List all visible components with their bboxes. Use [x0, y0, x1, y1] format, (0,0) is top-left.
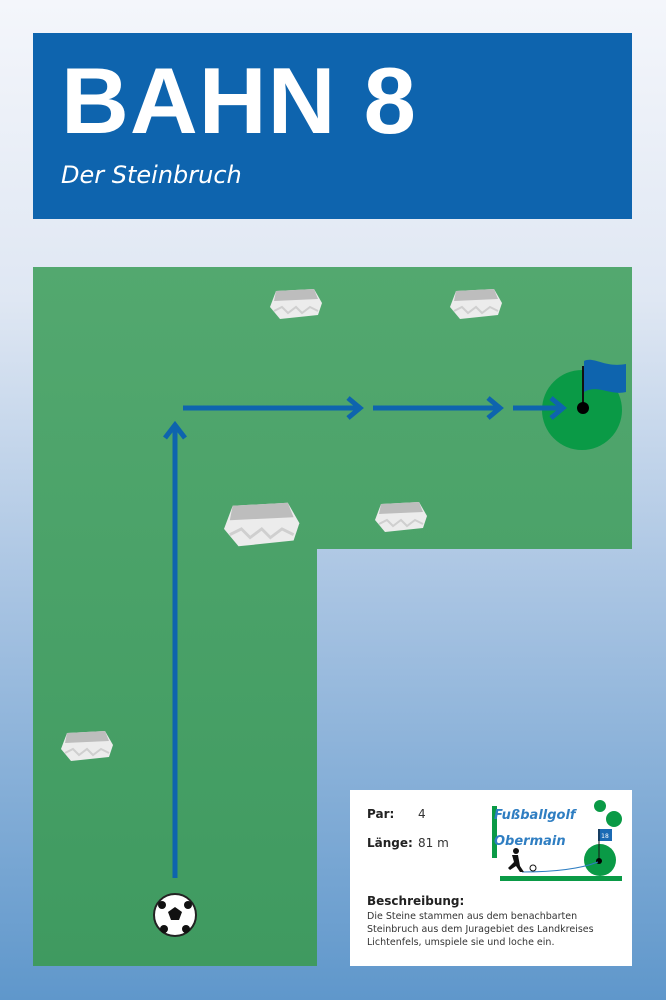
length-value: 81 m	[418, 836, 449, 850]
length-label: Länge:	[367, 836, 413, 850]
path-arrows	[163, 396, 567, 878]
stone-obstacle	[269, 288, 323, 320]
par-label: Par:	[367, 807, 395, 821]
stone-obstacle	[449, 288, 503, 320]
logo-text-line2: Obermain	[494, 834, 566, 849]
stone-obstacle	[60, 730, 114, 762]
title-banner: BAHN 8 Der Steinbruch	[33, 33, 632, 219]
stone-obstacle	[222, 501, 301, 548]
stone-obstacle	[374, 501, 428, 533]
description-heading: Beschreibung:	[367, 894, 465, 908]
page-subtitle: Der Steinbruch	[61, 161, 242, 189]
fairway	[33, 267, 632, 966]
soccer-ball-icon	[153, 893, 197, 937]
page-title: BAHN 8	[61, 48, 417, 153]
description-text: Die Steine stammen aus dem benachbarten …	[367, 911, 594, 948]
flag-icon	[577, 359, 626, 414]
svg-text:18: 18	[601, 833, 609, 840]
info-panel: Par: 4 Länge: 81 m 18 Fußballgolf Oberma…	[350, 790, 632, 966]
par-value: 4	[418, 807, 426, 821]
logo-text-line1: Fußballgolf	[494, 808, 576, 823]
hole-icon	[577, 402, 589, 414]
logo: 18	[492, 800, 622, 881]
